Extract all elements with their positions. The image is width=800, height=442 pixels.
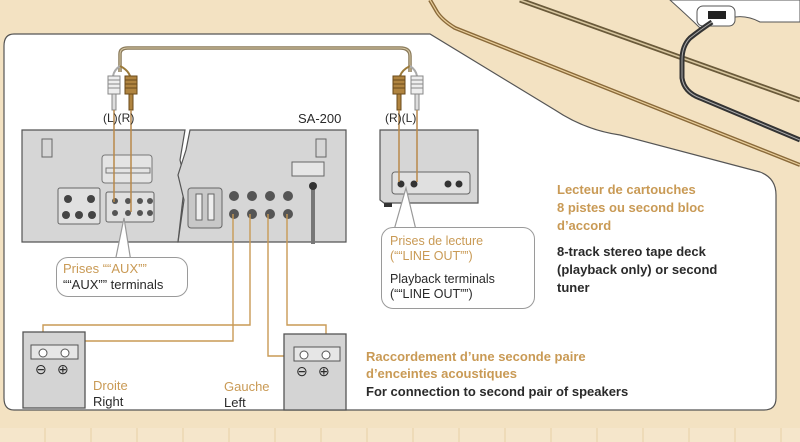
speaker-right-plus-icon: ⊕: [57, 361, 69, 377]
aux-callout-pointer: [114, 217, 132, 263]
lineout-callout-pointer: [393, 185, 417, 231]
speaker-right-box: [22, 331, 86, 409]
rca-plug-deck-gold: [392, 65, 411, 111]
aux-callout-en: ““AUX”” terminals: [63, 277, 164, 292]
speaker-left-box: [283, 333, 347, 411]
speaker-right-minus-icon: ⊖: [35, 361, 47, 377]
aux-callout-fr: Prises ““AUX””: [63, 261, 147, 276]
line-out-en-1: Playback terminals: [390, 272, 495, 286]
line-out-callout: Prises de lecture (““LINE OUT””) Playbac…: [381, 227, 535, 309]
deck-plug-labels: (R)(L): [385, 111, 417, 125]
rca-plug-left-white: [107, 65, 121, 111]
background-stripe: [0, 428, 800, 442]
amp-plug-labels: (L)(R): [103, 111, 135, 125]
amplifier-model-label: SA-200: [298, 111, 342, 126]
line-out-fr-1: Prises de lecture: [390, 234, 484, 248]
line-out-en-2: (““LINE OUT””): [390, 287, 473, 301]
deck-desc-fr-2: 8 pistes ou second bloc: [557, 200, 705, 215]
speaker-left-plus-icon: ⊕: [318, 363, 330, 379]
speaker-right-en: Right: [93, 394, 124, 409]
speakers-desc-fr-2: d’enceintes acoustiques: [366, 366, 517, 381]
speaker-left-fr: Gauche: [224, 379, 270, 394]
speaker-left-en: Left: [224, 395, 246, 410]
aux-callout: Prises ““AUX”” ““AUX”” terminals: [56, 257, 188, 297]
speaker-left-minus-icon: ⊖: [296, 363, 308, 379]
rca-plug-right-gold: [119, 65, 138, 111]
speakers-desc-fr-1: Raccordement d’une seconde paire: [366, 349, 586, 364]
speaker-right-fr: Droite: [93, 378, 128, 393]
deck-desc-en-1: 8-track stereo tape deck: [557, 244, 706, 259]
deck-desc-en-3: tuner: [557, 280, 590, 295]
rca-plug-deck-white: [409, 65, 424, 111]
deck-desc-fr-1: Lecteur de cartouches: [557, 182, 696, 197]
amplifier-rear-panel: [21, 129, 347, 244]
deck-desc-fr-3: d’accord: [557, 218, 612, 233]
main-panel: [3, 33, 777, 411]
deck-desc-en-2: (playback only) or second: [557, 262, 718, 277]
speakers-desc-en: For connection to second pair of speaker…: [366, 384, 629, 399]
tape-deck-rear-panel: [379, 129, 479, 207]
line-out-fr-2: (““LINE OUT””): [390, 249, 473, 263]
